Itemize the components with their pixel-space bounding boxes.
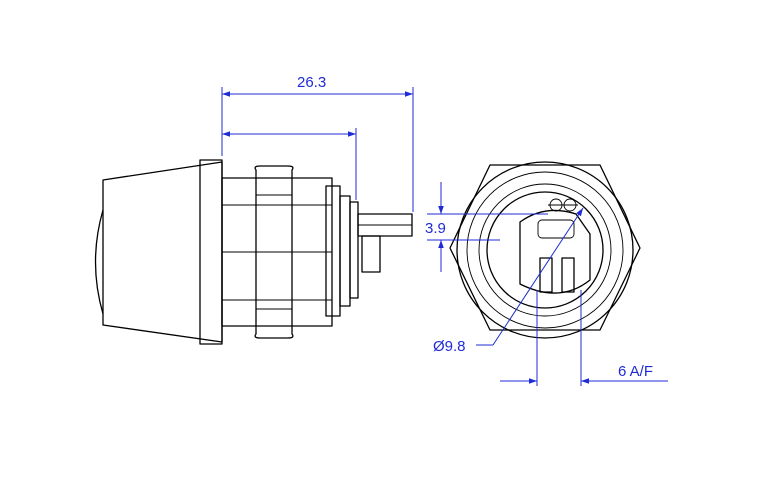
cap-dome [94,209,104,315]
side-view [94,159,413,345]
dim-label-overall: 26.3 [297,74,326,91]
prong-right [561,257,575,293]
front-outer-ring [456,161,634,339]
tapered-body [102,161,223,343]
dimensions: 26.3 3.9 Ø9.8 6 A/F [221,74,668,386]
dim-label-diameter: Ø9.8 [433,338,466,355]
front-core [486,191,604,309]
flange [199,159,223,345]
keyway [519,209,591,294]
hex-nut [254,165,294,339]
shoulder [325,185,341,317]
front-ring-2 [466,171,624,329]
washer [339,195,351,307]
dim-label-offset: 3.9 [425,220,446,237]
cam-stub [361,235,381,273]
key-slot [537,219,575,239]
prong-left [539,257,553,293]
dim-label-af: 6 A/F [618,363,653,380]
dim-leader-diameter [492,207,584,346]
front-hex [449,164,641,331]
washer-inner [349,201,359,299]
front-view [449,161,641,339]
front-ring-3 [478,183,612,317]
